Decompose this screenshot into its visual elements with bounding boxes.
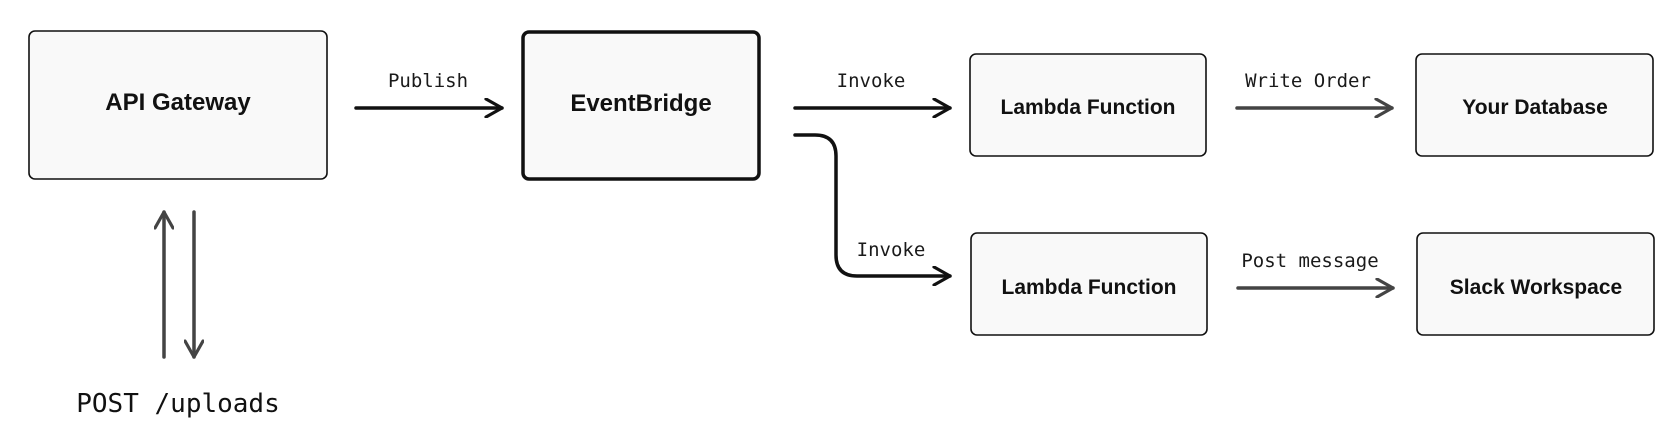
node-slack[interactable]: Slack Workspace — [1416, 232, 1655, 336]
node-api-gateway-label: API Gateway — [105, 89, 251, 116]
edge-invoke-bottom-label: Invoke — [857, 239, 926, 261]
edge-write-order-label: Write Order — [1245, 70, 1371, 92]
edge-post-message-label: Post message — [1241, 250, 1378, 272]
node-eventbridge[interactable]: EventBridge — [521, 30, 761, 181]
edge-invoke-top-label: Invoke — [837, 70, 906, 92]
node-lambda-order[interactable]: Lambda Function — [969, 53, 1207, 157]
node-lambda-slack[interactable]: Lambda Function — [970, 232, 1208, 336]
node-database-label: Your Database — [1462, 96, 1608, 119]
node-slack-label: Slack Workspace — [1450, 276, 1622, 299]
edge-publish-label: Publish — [388, 70, 468, 92]
node-lambda-order-label: Lambda Function — [1001, 96, 1176, 119]
node-api-gateway[interactable]: API Gateway — [28, 30, 328, 180]
node-lambda-slack-label: Lambda Function — [1002, 276, 1177, 299]
endpoint-request-label: POST /uploads — [76, 389, 280, 419]
edge-invoke-bottom-arrow — [793, 133, 952, 276]
node-eventbridge-label: EventBridge — [570, 90, 711, 117]
node-database[interactable]: Your Database — [1415, 53, 1654, 157]
